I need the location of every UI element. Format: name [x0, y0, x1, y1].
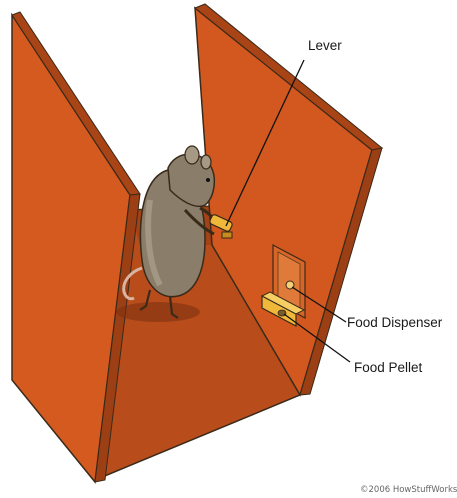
- rat-shadow: [116, 302, 200, 322]
- copyright-credit: ©2006 HowStuffWorks: [360, 485, 457, 495]
- lever-label: Lever: [308, 38, 342, 53]
- food-dispenser-label: Food Dispenser: [347, 315, 443, 330]
- food-pellet-label: Food Pellet: [354, 360, 423, 375]
